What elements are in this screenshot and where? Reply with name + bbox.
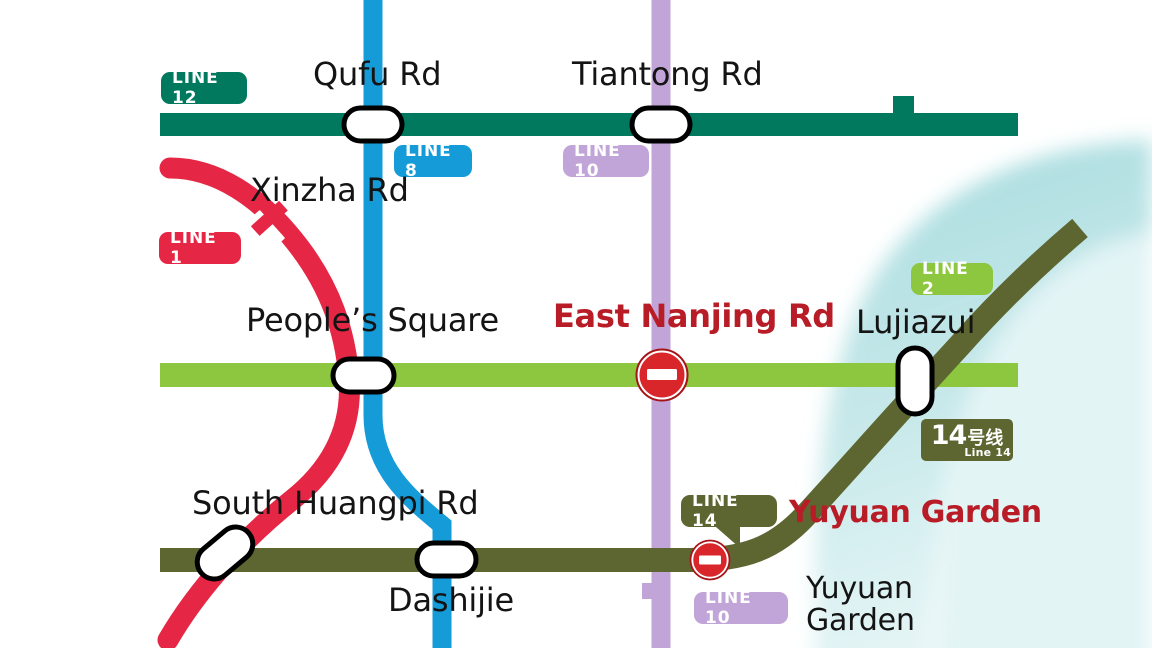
line-8-track <box>363 0 452 648</box>
badge-tails <box>716 527 740 548</box>
line-badge-line-12[interactable]: LINE 12 <box>161 68 247 108</box>
cn-badge-hanzi: 号线 <box>967 427 1004 449</box>
station-label-dashijie: Dashijie <box>388 581 514 619</box>
line-badge-line-10-bottom[interactable]: LINE 10 <box>694 588 788 628</box>
line-10-track <box>642 0 671 648</box>
station-marker-qufu-rd[interactable] <box>341 105 405 144</box>
station-label-yuyuan-garden: Yuyuan Garden <box>806 571 915 639</box>
station-label-yuyuan-garden-highlighted: Yuyuan Garden <box>789 495 1042 530</box>
line-badge-label: LINE 1 <box>170 228 217 268</box>
line-badge-line-8[interactable]: LINE 8 <box>394 141 472 181</box>
line-badge-line-14[interactable]: LINE 14 <box>681 491 777 531</box>
station-marker-yuyuan-garden[interactable] <box>689 539 731 581</box>
line-14-badge-tail <box>716 527 740 548</box>
cn-badge-number: 14 <box>930 419 968 451</box>
station-label-xinzha-rd: Xinzha Rd <box>250 171 409 209</box>
station-marker-dashijie[interactable] <box>414 540 479 579</box>
station-marker-tiantong-rd[interactable] <box>629 105 693 144</box>
line-2-track <box>160 363 1018 387</box>
line-badge-line-2[interactable]: LINE 2 <box>911 259 993 299</box>
station-label-east-nanjing-rd: East Nanjing Rd <box>553 297 835 335</box>
station-marker-east-nanjing-rd[interactable] <box>635 348 689 402</box>
station-label-south-huangpi-rd: South Huangpi Rd <box>192 484 479 522</box>
line-badge-label: LINE 8 <box>405 141 452 181</box>
station-markers <box>190 105 935 586</box>
line-badge-label: LINE 2 <box>922 259 969 299</box>
station-label-peoples-square: People’s Square <box>246 301 499 339</box>
line-badge-line-10-top[interactable]: LINE 10 <box>563 141 649 181</box>
line-badge-label: LINE 12 <box>172 68 219 108</box>
station-label-qufu-rd: Qufu Rd <box>313 55 442 93</box>
huangpu-river <box>815 140 1152 648</box>
station-label-lujiazui: Lujiazui <box>856 303 976 341</box>
cn-badge-row: 14 号线 <box>931 422 1004 449</box>
line-12-track <box>160 96 1018 136</box>
line-badge-label: LINE 10 <box>705 588 752 628</box>
station-marker-xinzha-rd[interactable] <box>245 200 291 252</box>
station-marker-south-huangpi-rd[interactable] <box>190 520 259 586</box>
cn-badge-english: Line 14 <box>964 445 1011 459</box>
line-badge-line-1[interactable]: LINE 1 <box>159 228 241 268</box>
station-marker-lujiazui[interactable] <box>895 345 935 417</box>
line-14-chinese-badge[interactable]: 14 号线 Line 14 <box>921 419 1013 461</box>
line-badge-label: LINE 10 <box>574 141 621 181</box>
station-marker-peoples-square[interactable] <box>330 356 397 395</box>
line-badge-label: LINE 14 <box>692 491 739 531</box>
station-label-tiantong-rd: Tiantong Rd <box>572 55 763 93</box>
